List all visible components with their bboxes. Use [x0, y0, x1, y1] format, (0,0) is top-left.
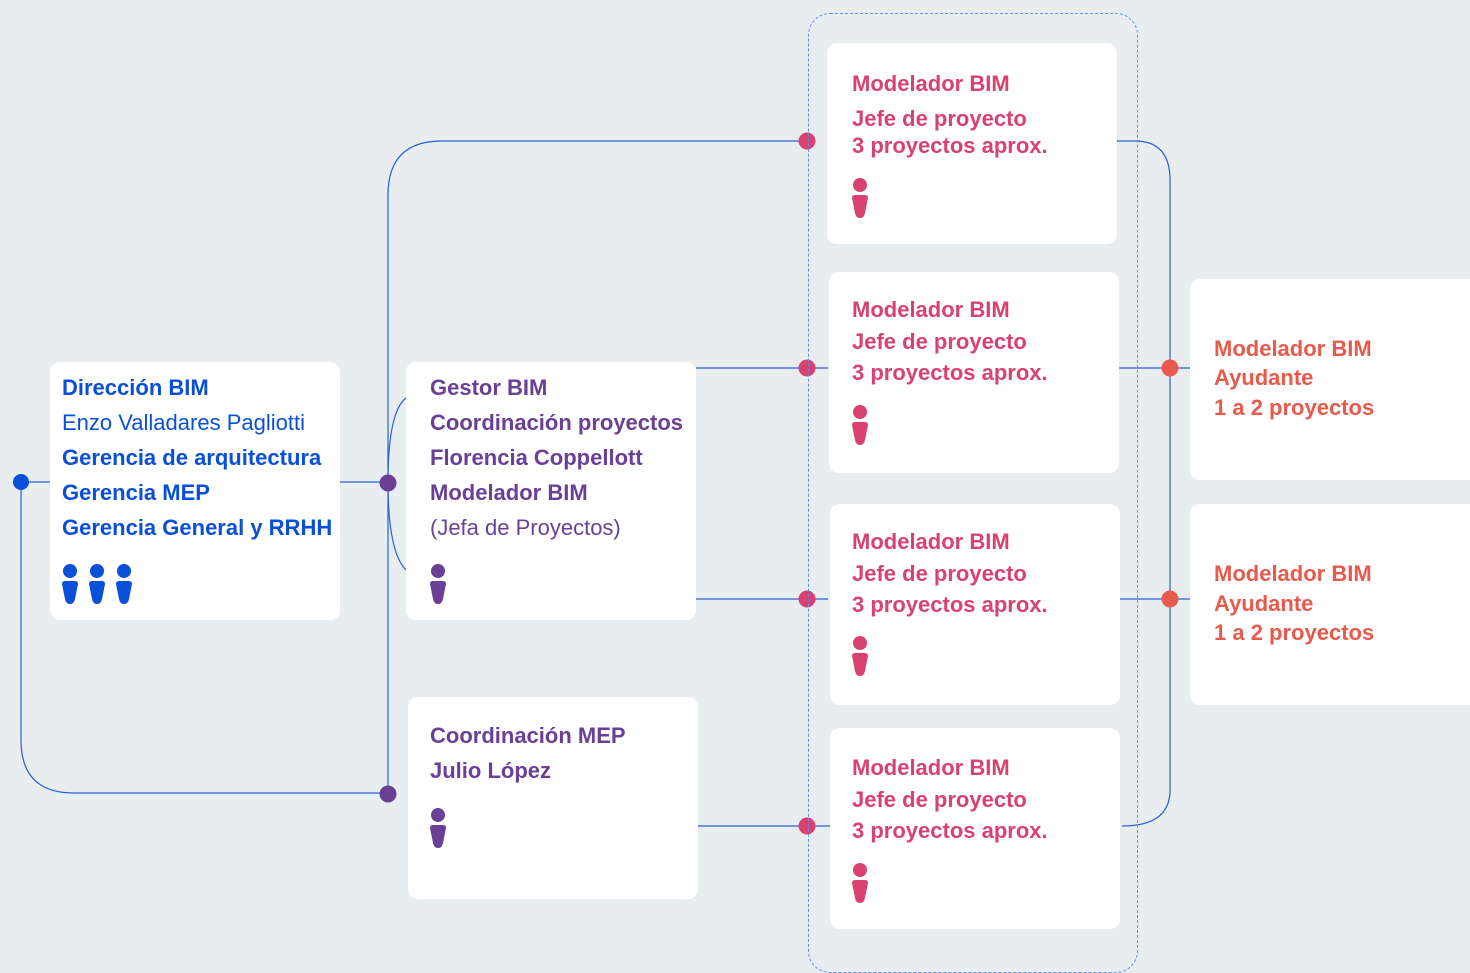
ayudante-2-dot [1161, 590, 1179, 608]
ayudante-title: Modelador BIM [1214, 336, 1372, 361]
modelador-load: 3 proyectos aprox. [852, 133, 1048, 158]
gestor-line-1: Coordinación proyectos [430, 410, 684, 435]
modelador-people [852, 178, 868, 218]
ayudante-card-2: Modelador BIM Ayudante 1 a 2 proyectos [1190, 504, 1470, 705]
gestor-title: Gestor BIM [430, 375, 548, 400]
ayudante-role: Ayudante [1214, 591, 1314, 616]
person-icon [430, 808, 446, 848]
modelador-load: 3 proyectos aprox. [852, 360, 1048, 385]
ayudante-1-dot [1161, 359, 1179, 377]
modelador-load: 3 proyectos aprox. [852, 818, 1048, 843]
mep-card: Coordinación MEP Julio López [408, 697, 698, 899]
person-icon [89, 564, 105, 604]
mep-dot [379, 785, 397, 803]
modelador-title: Modelador BIM [852, 755, 1010, 780]
direccion-line-1: Gerencia de arquitectura [62, 445, 322, 470]
modelador-role: Jefe de proyecto [852, 106, 1027, 131]
modelador-role: Jefe de proyecto [852, 561, 1027, 586]
modelador-people [852, 863, 868, 903]
root-to-mep-connector [20, 482, 388, 794]
mep-name: Julio López [430, 758, 551, 783]
gestor-line-2: Florencia Coppellott [430, 445, 643, 470]
modelador-card-4: Modelador BIM Jefe de proyecto 3 proyect… [830, 728, 1120, 929]
person-icon [852, 405, 868, 445]
ayudante-title: Modelador BIM [1214, 561, 1372, 586]
modelador-role: Jefe de proyecto [852, 787, 1027, 812]
ayudante-load: 1 a 2 proyectos [1214, 620, 1375, 645]
direccion-name: Enzo Valladares Pagliotti [62, 410, 305, 435]
modelador-role: Jefe de proyecto [852, 329, 1027, 354]
gestor-card: Gestor BIM Coordinación proyectos Floren… [406, 362, 696, 620]
person-icon [852, 636, 868, 676]
direccion-people [62, 564, 132, 604]
connector-lines [13, 132, 1190, 835]
right-bus-top [1117, 140, 1171, 368]
modelador-title: Modelador BIM [852, 71, 1010, 96]
person-icon [430, 564, 446, 604]
modelador-card-3: Modelador BIM Jefe de proyecto 3 proyect… [830, 504, 1120, 705]
root-dot [13, 474, 29, 490]
ayudante-card-1: Modelador BIM Ayudante 1 a 2 proyectos [1190, 279, 1470, 480]
modelador-1-dot [798, 132, 816, 150]
person-icon [116, 564, 132, 604]
mep-people [430, 808, 446, 848]
direccion-line-2: Gerencia MEP [62, 480, 210, 505]
modelador-2-dot [798, 359, 816, 377]
direccion-card: Dirección BIM Enzo Valladares Pagliotti … [50, 362, 340, 620]
right-bus-bottom [1121, 599, 1171, 827]
modelador-card-2: Modelador BIM Jefe de proyecto 3 proyect… [829, 272, 1119, 473]
modelador-load: 3 proyectos aprox. [852, 592, 1048, 617]
direccion-line-3: Gerencia General y RRHH [62, 515, 333, 540]
gestor-line-3: Modelador BIM [430, 480, 588, 505]
mep-title: Coordinación MEP [430, 723, 626, 748]
person-icon [852, 178, 868, 218]
modelador-title: Modelador BIM [852, 297, 1010, 322]
modelador-3-dot [798, 590, 816, 608]
ayudante-role: Ayudante [1214, 365, 1314, 390]
ayudante-load: 1 a 2 proyectos [1214, 395, 1375, 420]
trunk-top-curve [387, 140, 807, 272]
modelador-card-1: Modelador BIM Jefe de proyecto 3 proyect… [827, 43, 1117, 244]
person-icon [852, 863, 868, 903]
direccion-title: Dirección BIM [62, 375, 209, 400]
modelador-people [852, 405, 868, 445]
modelador-people [852, 636, 868, 676]
modelador-4-dot [798, 817, 816, 835]
gestor-line-4: (Jefa de Proyectos) [430, 515, 621, 540]
modelador-title: Modelador BIM [852, 529, 1010, 554]
person-icon [62, 564, 78, 604]
gestor-people [430, 564, 446, 604]
gestor-dot [379, 474, 397, 492]
